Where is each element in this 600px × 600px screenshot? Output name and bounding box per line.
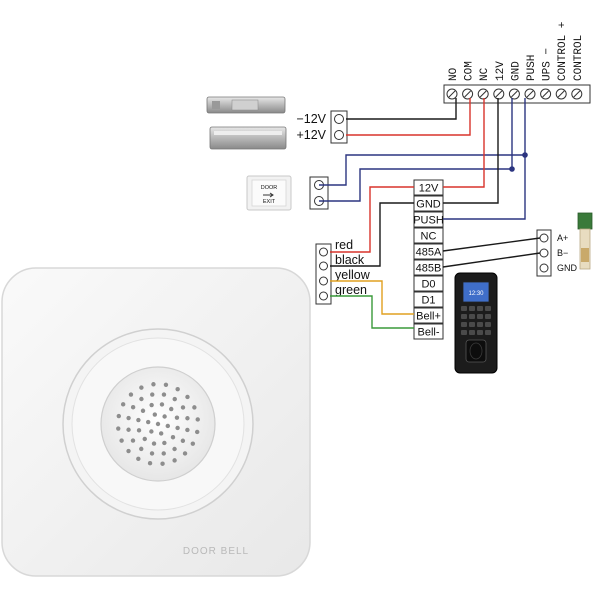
wire-bell-yellow	[330, 280, 414, 315]
top-terminal-label: NC	[479, 67, 491, 81]
wire-reader-push	[443, 155, 526, 220]
reader-terminal-label: Bell-	[417, 327, 439, 339]
wire-reader-gnd	[443, 98, 499, 204]
key-icon	[263, 192, 274, 198]
top-terminal-label: GND	[510, 61, 522, 81]
wire-485a	[442, 237, 541, 252]
lock-terminal-block: −12V +12V	[296, 110, 348, 144]
reader-terminal-label: 12V	[419, 183, 439, 195]
rs485-b-minus: B−	[557, 248, 568, 258]
wire-bell-green	[330, 295, 414, 329]
reader-terminal-label: D0	[421, 279, 435, 291]
wire-bell-red	[330, 186, 414, 253]
reader-terminal-label: D1	[421, 295, 435, 307]
reader-terminal-label: 485A	[416, 247, 442, 259]
doorbell-label: DOOR BELL	[183, 546, 249, 557]
magnetic-lock	[209, 126, 287, 150]
wire-lock-neg	[346, 98, 457, 120]
rs485-converter	[577, 212, 593, 270]
reader-terminal-label: Bell+	[416, 311, 441, 323]
exit-button-text-top: DOOR	[261, 185, 278, 191]
reader-screen	[462, 281, 490, 303]
electric-lock-strike	[206, 96, 286, 114]
top-terminal-label: CONTROL +	[557, 22, 569, 81]
exit-terminal-block	[309, 176, 329, 210]
top-terminal-label: COM	[464, 61, 476, 81]
bell-wire-red: red	[335, 238, 353, 252]
bell-wire-black: black	[335, 253, 365, 267]
top-terminal-label: UPS −	[542, 48, 554, 81]
bell-wire-yellow: yellow	[335, 268, 371, 282]
wires	[319, 98, 541, 329]
doorbell-device: DOOR BELL	[1, 267, 311, 577]
wire-exit-navy-bottom	[319, 98, 513, 202]
fingerprint-sensor	[465, 339, 487, 363]
wire-485b	[442, 252, 541, 268]
exit-button: DOOR EXIT	[246, 175, 292, 211]
reader-screen-time: 12:30	[468, 291, 484, 297]
lock-terminal-neg12v: −12V	[296, 112, 326, 126]
reader-terminal-label: PUSH	[413, 215, 444, 227]
bell-terminal-block: red black yellow green	[315, 238, 371, 305]
reader-terminal-label: GND	[416, 199, 441, 211]
rs485-a-plus: A+	[557, 233, 568, 243]
lock-terminal-pos12v: +12V	[296, 128, 326, 142]
top-terminal-label: 12V	[495, 61, 507, 81]
reader-terminal-label: NC	[421, 231, 437, 243]
wire-exit-navy-top	[319, 98, 526, 186]
wire-bell-black	[330, 202, 414, 267]
top-terminal-label: CONTROL	[573, 35, 585, 81]
reader-terminal-label: 485B	[416, 263, 442, 275]
rs485-gnd: GND	[557, 263, 578, 273]
wire-lock-pos	[346, 98, 471, 136]
exit-button-text-bottom: EXIT	[263, 199, 276, 205]
wire-reader-12v	[443, 98, 485, 188]
rs485-terminal-block: A+ B− GND	[536, 229, 578, 277]
bell-wire-green: green	[335, 283, 367, 297]
top-terminal-label: NO	[448, 67, 460, 81]
top-terminal-label: PUSH	[526, 55, 538, 81]
fingerprint-reader: 12:30	[454, 272, 498, 374]
